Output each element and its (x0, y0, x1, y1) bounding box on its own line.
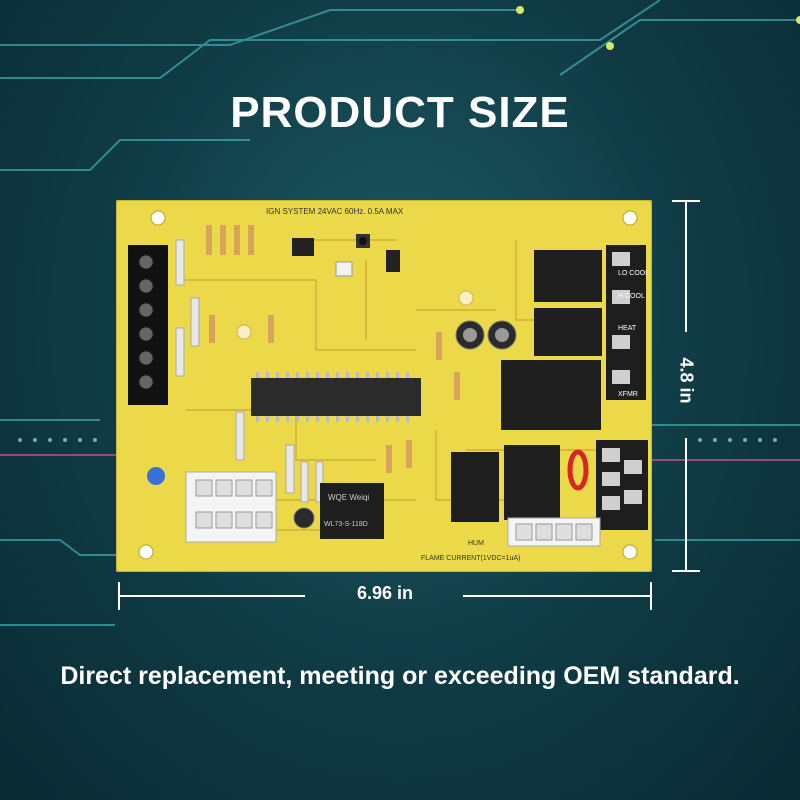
tagline: Direct replacement, meeting or exceeding… (60, 662, 740, 690)
terminal-label-heat: HEAT (618, 325, 637, 332)
height-dimension: 4.8 in (668, 200, 704, 572)
flame-current-label: FLAME CURRENT(1VDC=1uA) (421, 555, 520, 562)
terminal-label-h-cool: H COOL (618, 293, 645, 300)
hum-label: HUM (468, 540, 484, 547)
width-dimension: 6.96 in (118, 578, 652, 614)
width-label: 6.96 in (356, 583, 414, 603)
height-line-bottom (685, 438, 687, 570)
control-board-image: IGN SYSTEM 24VAC 60Hz. 0.5A MAX (116, 200, 652, 572)
relay-model: WL73-S-118D (324, 521, 368, 528)
terminal-label-xfmr: XFMR (618, 391, 638, 398)
terminal-label-lo-cool: LO COOL (618, 270, 649, 277)
board-header-text: IGN SYSTEM 24VAC 60Hz. 0.5A MAX (266, 207, 404, 216)
height-line-top (685, 202, 687, 332)
width-line-right (463, 595, 650, 597)
page-title: PRODUCT SIZE (230, 88, 570, 137)
height-tick-bottom (672, 570, 700, 572)
width-tick-left (118, 582, 120, 610)
width-tick-right (650, 582, 652, 610)
width-line-left (120, 595, 305, 597)
height-label: 4.8 in (676, 357, 697, 404)
relay-brand: WQE Weiqi (328, 493, 369, 502)
height-tick-top (672, 200, 700, 202)
